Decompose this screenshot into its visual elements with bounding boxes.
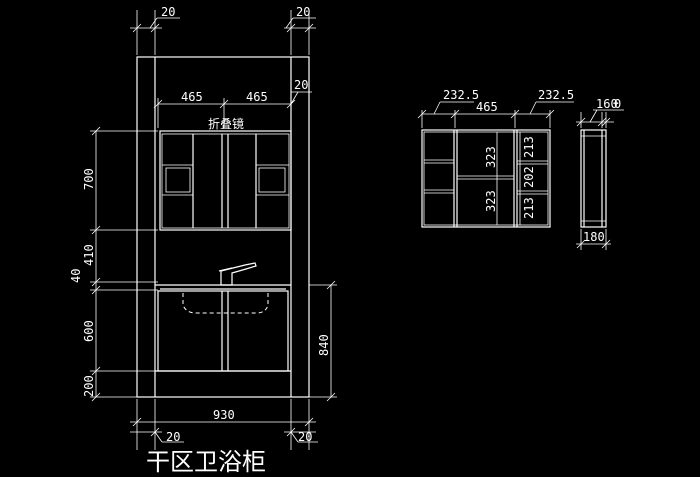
dim-left-700: 700 xyxy=(82,168,96,190)
dim-plan-left: 232.5 xyxy=(443,88,479,102)
dim-inner-323-top: 323 xyxy=(484,146,498,168)
dim-inner-323-bottom: 323 xyxy=(484,190,498,212)
dim-inner-213-top: 213 xyxy=(522,136,536,158)
dim-left-600: 600 xyxy=(82,320,96,342)
dim-side-160: 160 xyxy=(596,97,618,111)
dim-right-840: 840 xyxy=(317,334,331,356)
dim-left-200: 200 xyxy=(82,375,96,397)
dim-mirror-right: 465 xyxy=(246,90,268,104)
dim-bottom-left: 20 xyxy=(166,430,180,444)
side-section-view: 160 0 180 xyxy=(576,97,624,250)
faucet-icon xyxy=(220,262,257,286)
dim-side-0: 0 xyxy=(614,97,621,111)
dim-left-40: 40 xyxy=(69,269,83,283)
dim-bottom-right: 20 xyxy=(298,430,312,444)
dim-mirror-left: 465 xyxy=(181,90,203,104)
cabinet-outline xyxy=(136,56,310,398)
dim-total-width: 930 xyxy=(213,408,235,422)
basin-outline xyxy=(182,293,269,314)
dim-top-right: 20 xyxy=(296,5,310,19)
dim-inner-202: 202 xyxy=(522,166,536,188)
dim-plan-center: 465 xyxy=(476,100,498,114)
mirror-interior-view: 323 323 213 202 213 232.5 465 232.5 xyxy=(417,88,574,228)
side-outline xyxy=(580,129,607,228)
dim-inner-213-bottom: 213 xyxy=(522,197,536,219)
dim-left-410: 410 xyxy=(82,244,96,266)
mirror-label: 折叠镜 xyxy=(208,116,244,131)
dim-side-offset: 20 xyxy=(294,78,308,92)
dim-side-180: 180 xyxy=(583,230,605,244)
drawing-title: 干区卫浴柜 xyxy=(146,448,266,476)
dim-plan-right: 232.5 xyxy=(538,88,574,102)
dim-top-left: 20 xyxy=(161,5,175,19)
mirror-cabinet xyxy=(159,130,292,231)
interior-outline xyxy=(421,129,551,228)
front-elevation: 20 20 465 465 20 折叠镜 xyxy=(69,5,337,476)
